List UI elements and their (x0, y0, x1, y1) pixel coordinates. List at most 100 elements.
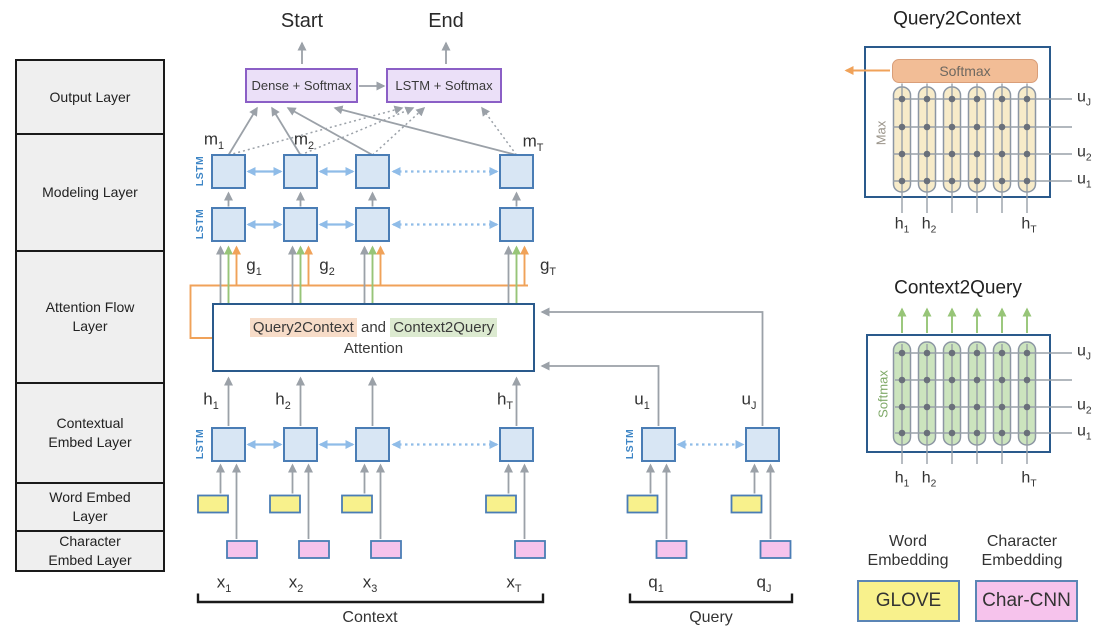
attention-and-text: and (360, 318, 387, 336)
m-to-dense-line (227, 106, 258, 156)
q2c-dot (948, 123, 956, 131)
m-to-dense-line (286, 107, 373, 156)
h2-base: h (275, 389, 285, 409)
x3-base: x (362, 572, 372, 592)
g2-base: g (319, 255, 329, 275)
contextual-lstm-cell (211, 427, 246, 462)
label-m2: m2 (294, 130, 314, 151)
contextual-lstm-cell (355, 427, 390, 462)
sidebar-row-label: Embed Layer (48, 552, 132, 568)
sidebar-row-output-layer: Output Layer (15, 59, 165, 135)
xT-base: x (506, 572, 515, 592)
output-layer-arrows (297, 41, 451, 91)
sidebar-row-label: Contextual (56, 415, 124, 432)
q2c-row-label-u2: u2 (1077, 143, 1092, 164)
c2q-dot (898, 349, 906, 357)
q2c-dot (923, 123, 931, 131)
attention-output-orange-wire (189, 284, 528, 339)
label-mT: mT (523, 132, 544, 153)
c2q-dot (923, 429, 931, 437)
c2q-col-label-hT: hT (1021, 469, 1037, 490)
char-embedding-box (370, 540, 402, 559)
mT-base: m (522, 131, 537, 151)
q2c-grid-graphics (892, 83, 1072, 213)
c2q-dot (973, 403, 981, 411)
m-to-lstm-line (228, 105, 404, 156)
modeling-lstm-cell-row2 (355, 207, 390, 242)
query-word-embedding-box (626, 494, 659, 514)
q2c-softmax-label: Softmax (939, 63, 991, 79)
query-lstm-cell (745, 427, 780, 462)
q2c-row-label-uJ: uJ (1077, 88, 1092, 109)
m1-base: m (203, 129, 219, 149)
c2q-softmax-label: Softmax (875, 370, 891, 418)
q1-sub: 1 (657, 582, 664, 595)
q2c-dot (948, 177, 956, 185)
c2q-dot (923, 403, 931, 411)
word-embedding-box (341, 494, 373, 514)
m-to-dense-line (271, 106, 302, 156)
c2q-dot (1023, 376, 1031, 384)
sidebar-row-character-embed-layer: Character Embed Layer (15, 530, 165, 572)
q2c-dot (998, 123, 1006, 131)
label-q1: q1 (648, 573, 664, 594)
q2c-dot (998, 177, 1006, 185)
x2-base: x (288, 572, 298, 592)
q2c-dot (973, 123, 981, 131)
q2c-dot (1023, 150, 1031, 158)
c2q-dot (973, 376, 981, 384)
query-char-embedding-box (655, 540, 688, 559)
x3-sub: 3 (371, 582, 378, 595)
u1-sub: 1 (643, 399, 650, 412)
contextual-lstm-cell (283, 427, 318, 462)
qJ-sub: J (766, 582, 772, 595)
label-u1: u1 (634, 390, 650, 411)
sidebar-row-label: Output Layer (49, 88, 131, 105)
c2q-dot (898, 429, 906, 437)
label-h1: h1 (203, 390, 219, 411)
context-group-label: Context (342, 609, 398, 626)
c2q-dot (973, 349, 981, 357)
start-label: Start (280, 10, 324, 32)
modeling-lstm-cell-row2 (211, 207, 246, 242)
c2q-dot (948, 349, 956, 357)
q2c-dot (923, 95, 931, 103)
m-to-lstm-line (371, 106, 426, 156)
m2-base: m (293, 129, 309, 149)
sidebar-row-label: Word Embed (49, 489, 131, 506)
u1-to-attention-arrow (540, 361, 660, 426)
g2-sub: 2 (328, 265, 335, 278)
char-embedding-box (514, 540, 546, 559)
c2q-dot (948, 429, 956, 437)
label-m1: m1 (204, 130, 224, 151)
u1-base: u (634, 389, 644, 409)
q2c-softmax-pill: Softmax (892, 59, 1038, 83)
dense-softmax-box: Dense + Softmax (245, 68, 358, 103)
q2c-dot (948, 95, 956, 103)
legend-glove-box: GLOVE (857, 580, 960, 622)
modeling-lstm-cell-row1 (283, 154, 318, 189)
modeling-lstm-cell-row1 (211, 154, 246, 189)
query-group-label: Query (689, 609, 733, 626)
c2q-dot (998, 403, 1006, 411)
m-to-dense-line (333, 105, 517, 156)
c2q-row-label-u1: u1 (1077, 422, 1092, 443)
attention-c2q-text: Context2Query (390, 317, 498, 337)
sidebar-row-word-embed-layer: Word Embed Layer (15, 482, 165, 532)
q2c-max-label: Max (873, 120, 889, 146)
mT-sub: T (536, 141, 544, 154)
q2c-dot (973, 150, 981, 158)
q2c-title: Query2Context (893, 8, 1021, 30)
c2q-dot (998, 429, 1006, 437)
attention-line2: Attention (343, 339, 404, 357)
c2q-dot (998, 349, 1006, 357)
query-lstm-cell (641, 427, 676, 462)
q2c-dot (1023, 177, 1031, 185)
legend-charcnn-box: Char-CNN (975, 580, 1078, 622)
g1-base: g (246, 255, 256, 275)
label-x1: x1 (217, 573, 232, 594)
uJ-base: u (741, 389, 752, 409)
end-label: End (428, 10, 464, 32)
label-h2: h2 (275, 390, 291, 411)
q2c-col-label-h1: h1 (894, 215, 910, 236)
